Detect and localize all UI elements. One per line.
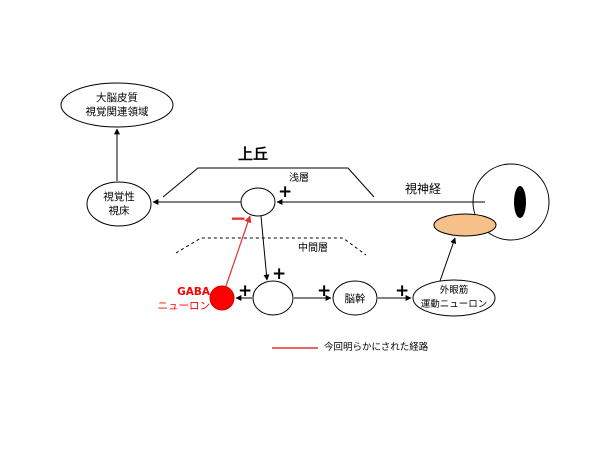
intermediate-layer-label: 中間層 xyxy=(298,243,328,254)
plus-sign-gaba: + xyxy=(238,281,253,301)
gaba-neuron-node xyxy=(209,285,235,311)
oculomotor-label: 外眼筋 運動ニューロン xyxy=(420,285,488,310)
optic-disc-icon xyxy=(433,213,497,237)
superficial-layer-outline xyxy=(162,167,375,198)
plus-sign-superficial: + xyxy=(278,182,293,202)
brainstem-label: 脳幹 xyxy=(344,293,366,305)
plus-sign-intermediate: + xyxy=(272,264,287,284)
arrow-superficial-to-intermediate xyxy=(260,215,270,281)
superficial-layer-label: 浅層 xyxy=(289,173,309,184)
pupil-icon xyxy=(514,186,526,218)
gaba-label: GABA ニューロン xyxy=(157,286,211,312)
superior-colliculus-label: 上丘 xyxy=(238,145,269,163)
arrow-gaba-to-superficial xyxy=(225,215,252,287)
cortex-node xyxy=(60,82,174,128)
cortex-label: 大脳皮質 視覚関連領域 xyxy=(85,92,149,118)
optic-nerve-label: 視神経 xyxy=(405,182,442,196)
intermediate-neuron-node xyxy=(252,280,294,316)
plus-sign-brainstem: + xyxy=(317,281,332,301)
oculomotor-node xyxy=(412,279,496,317)
plus-sign-oculomotor: + xyxy=(395,281,410,301)
thalamus-label: 視覚性 視床 xyxy=(103,191,135,217)
minus-sign-superficial: − xyxy=(230,206,247,230)
legend-label: 今回明らかにされた経路 xyxy=(324,342,429,353)
thalamus-node xyxy=(86,181,152,227)
intermediate-layer-outline xyxy=(175,237,367,256)
brainstem-node xyxy=(332,280,378,316)
arrow-oculomotor-to-eye xyxy=(439,237,457,282)
